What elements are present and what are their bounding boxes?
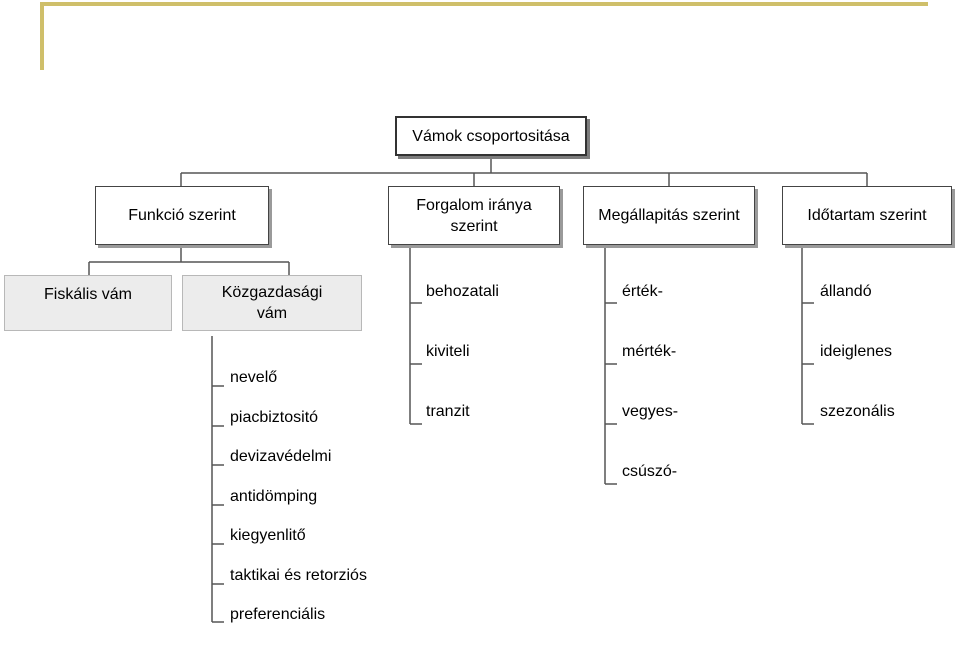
root-node-label: Vámok csoportositása <box>412 127 570 145</box>
list-item-taktikai: taktikai és retorziós <box>230 567 367 584</box>
frame-left-border <box>40 2 44 70</box>
root-node: Vámok csoportositása <box>395 116 587 156</box>
node-kozgazdasagi-vam: Közgazdasági vám <box>182 275 362 331</box>
category-forgalom: Forgalom iránya szerint <box>388 186 560 245</box>
category-forgalom-label: Forgalom iránya szerint <box>416 196 532 235</box>
list-item-tranzit: tranzit <box>426 403 470 420</box>
list-item-mertek: mérték- <box>622 343 677 360</box>
node-fiskalis-vam: Fiskális vám <box>4 275 172 331</box>
list-item-devizavedelmi: devizavédelmi <box>230 448 332 465</box>
category-megallapitas: Megállapitás szerint <box>583 186 755 245</box>
category-funkcio: Funkció szerint <box>95 186 269 245</box>
list-item-nevelo: nevelő <box>230 369 278 386</box>
node-fiskalis-vam-label: Fiskális vám <box>43 286 132 303</box>
category-idotartam: Időtartam szerint <box>782 186 952 245</box>
list-item-allando: állandó <box>820 283 872 300</box>
list-item-kiviteli: kiviteli <box>426 343 470 360</box>
category-funkcio-label: Funkció szerint <box>128 207 236 224</box>
list-item-csuszo: csúszó- <box>622 463 678 480</box>
list-item-vegyes: vegyes- <box>622 403 679 420</box>
list-item-szezonalis: szezonális <box>820 403 895 420</box>
list-item-kiegyenlito: kiegyenlitő <box>230 527 306 544</box>
category-idotartam-label: Időtartam szerint <box>807 207 927 224</box>
list-item-behozatali: behozatali <box>426 283 499 300</box>
category-megallapitas-label: Megállapitás szerint <box>598 207 740 224</box>
list-item-ertek: érték- <box>622 283 663 300</box>
frame-top-border <box>40 2 928 6</box>
list-item-piacbiztosito: piacbiztositó <box>230 409 319 426</box>
list-item-preferencialis: preferenciális <box>230 606 326 623</box>
list-item-antidomping: antidömping <box>230 488 318 505</box>
node-kozgazdasagi-vam-label: Közgazdasági vám <box>221 284 323 322</box>
list-item-ideiglenes: ideiglenes <box>820 343 893 360</box>
